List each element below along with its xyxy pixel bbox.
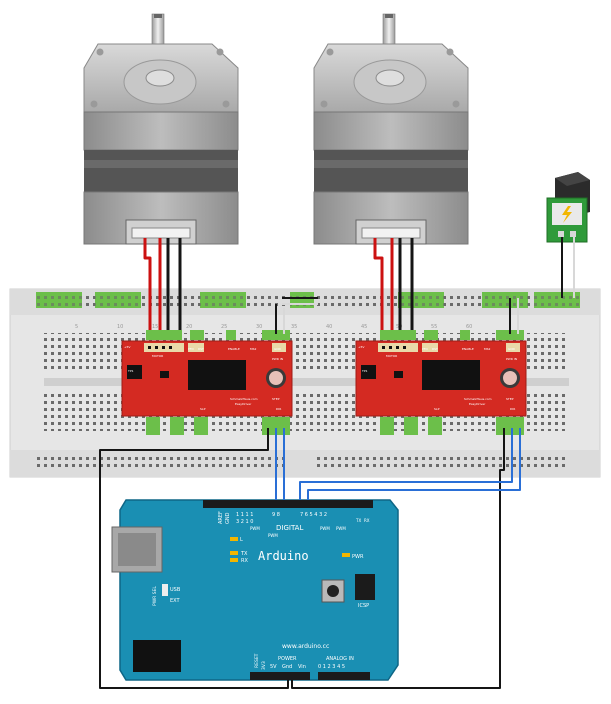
driver-label-motor: MOTOR [386, 354, 397, 358]
rail-holes-bottom-a [36, 455, 288, 463]
easydriver-board-icon: +5V MOTOR PFD RST ENABLE MS2 GND PWR IN … [121, 340, 293, 417]
digital-header [203, 500, 373, 508]
driver-label-brand: SchmalzHaus.com [464, 397, 492, 401]
col-label-5: 5 [75, 324, 78, 330]
driver-label-enable: ENABLE [228, 347, 240, 351]
driver-label-slp: SLP [200, 407, 206, 411]
easydriver-board-icon: +5V MOTOR PFD RST ENABLE MS2 GND PWR IN … [355, 340, 527, 417]
label-digital-hi: 1 1 1 1 [236, 512, 254, 518]
label-pwm-c: PWM [320, 526, 330, 531]
stepper-motor-icon [313, 13, 469, 245]
lightning-icon [562, 206, 572, 223]
rail-holes-bottom-b [36, 463, 288, 471]
rail-holes-bottom-d [316, 463, 568, 471]
label-5v: 5V [270, 664, 277, 670]
col-label-60: 60 [466, 324, 472, 330]
label-reset: RESET [254, 653, 260, 668]
label-tx: TX [240, 551, 248, 557]
driver-label-dir: DIR [510, 407, 515, 411]
driver-label-motor: MOTOR [152, 354, 163, 358]
col-label-30: 30 [256, 324, 262, 330]
label-digital-hi2: 3 2 1 0 [236, 519, 254, 525]
label-power: POWER [278, 656, 297, 662]
col-label-15: 15 [152, 324, 158, 330]
driver-label-rst: RST [432, 347, 438, 351]
label-analog-in: ANALOG IN [326, 656, 354, 662]
col-label-25: 25 [221, 324, 227, 330]
analog-header [318, 672, 370, 680]
rail-holes-bottom-c [316, 455, 568, 463]
driver-label-pfd: PFD [188, 347, 195, 351]
power-header [250, 672, 310, 680]
arduino-board-icon: Arduino www.arduino.cc DIGITAL AREF GND … [111, 499, 399, 681]
icsp-header [355, 574, 375, 600]
breadboard-center-channel [44, 378, 569, 386]
col-label-10: 10 [117, 324, 123, 330]
label-pwr: PWR [352, 554, 364, 560]
label-digital-mid: 9 8 [272, 512, 280, 518]
label-pwr-sel: PWR SEL [152, 586, 158, 606]
driver-label-pfd: PFD [422, 347, 429, 351]
label-rx0: RX [364, 518, 370, 523]
label-aref: AREF [218, 511, 224, 524]
label-vin: Vin [298, 664, 306, 670]
driver-label-tp1: TP1 [361, 369, 368, 373]
label-pwm-d: PWM [336, 526, 346, 531]
col-label-40: 40 [326, 324, 332, 330]
label-gnd-top: GND [225, 512, 231, 524]
wire-driver2-dir [307, 428, 521, 500]
svg-text:+5V: +5V [358, 345, 365, 349]
driver-label-enable: ENABLE [462, 347, 474, 351]
label-icsp: ICSP [358, 603, 369, 609]
arduino-url: www.arduino.cc [282, 643, 329, 650]
label-analog-pins: 0 1 2 3 4 5 [318, 664, 345, 670]
label-ext: EXT [170, 598, 180, 604]
driver-label-step: STEP [272, 397, 280, 401]
driver-label-pwr-in: PWR IN [506, 357, 517, 361]
driver-label-slp: SLP [434, 407, 440, 411]
arduino-brand: Arduino [258, 549, 309, 563]
driver-label-dir: DIR [276, 407, 281, 411]
driver-label-brand: SchmalzHaus.com [230, 397, 258, 401]
pin-highlights [146, 330, 524, 435]
wire-driver2-step [299, 428, 513, 500]
wire-gnd-right [291, 428, 505, 689]
stepper-motor-icon [83, 13, 239, 245]
driver-label-name: EasyDriver [469, 402, 486, 406]
driver-label-gnd: GND [508, 347, 516, 351]
driver-label-pwr-in: PWR IN [272, 357, 283, 361]
wire-gnd-left [99, 428, 289, 689]
col-label-35: 35 [291, 324, 297, 330]
driver-label-step: STEP [506, 397, 514, 401]
driver-label-gnd: GND [274, 347, 282, 351]
wire-motor1-red-a [143, 238, 152, 330]
label-pwm-b: PWM [268, 533, 278, 538]
col-label-45: 45 [361, 324, 367, 330]
label-gnd-bottom: Gnd [282, 664, 292, 670]
driver-label-tp1: TP1 [127, 369, 134, 373]
label-usb: USB [170, 587, 181, 593]
col-label-55: 55 [431, 324, 437, 330]
label-tx0: TX [355, 518, 361, 523]
power-jack-icon [546, 172, 590, 243]
label-digital-lo: 7 6 5 4 3 2 [300, 512, 327, 518]
wire-motor2-red-a [373, 238, 384, 330]
label-digital: DIGITAL [276, 524, 303, 532]
col-label-20: 20 [186, 324, 192, 330]
driver-label-ms2: MS2 [250, 347, 256, 351]
label-pwm-a: PWM [250, 526, 260, 531]
dc-barrel-jack [133, 640, 181, 672]
label-3v3: 3V3 [261, 661, 267, 670]
driver-label-ms2: MS2 [484, 347, 490, 351]
svg-text:+5V: +5V [124, 345, 131, 349]
driver-label-rst: RST [198, 347, 204, 351]
label-rx: RX [241, 558, 248, 564]
driver-label-name: EasyDriver [235, 402, 252, 406]
label-l: L [240, 537, 243, 543]
wires [99, 237, 575, 689]
